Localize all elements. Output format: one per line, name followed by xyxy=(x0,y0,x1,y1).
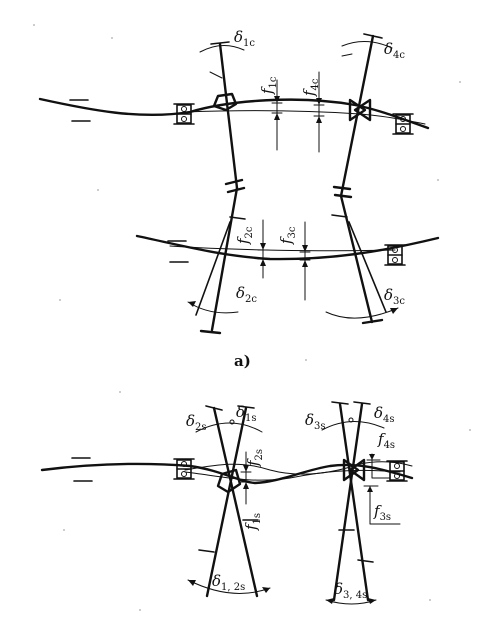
mesh-lines-a xyxy=(210,178,374,332)
deflection-marks-b xyxy=(240,451,401,525)
label-delta-34s: δ3, 4s xyxy=(334,580,367,601)
label-f-1s: f1s xyxy=(242,513,263,531)
label-delta-2c: δ2c xyxy=(236,284,257,305)
label-delta-1s: δ1s xyxy=(236,403,257,424)
label-delta-3c: δ3c xyxy=(384,286,405,307)
gear-12-b xyxy=(187,405,271,598)
label-f-4s: f4s xyxy=(377,430,395,451)
bearing-upper-left-a xyxy=(173,103,195,125)
label-delta-2s: δ2s xyxy=(186,412,207,433)
diagram-b: δ2s δ1s δ3s δ4s f2s f1s f4s f3s δ1, 2s δ… xyxy=(40,401,414,605)
label-f-4c: f4c xyxy=(300,78,321,97)
label-f-2c: f2c xyxy=(234,226,255,245)
label-delta-3s: δ3s xyxy=(305,411,326,432)
label-delta-4c: δ4c xyxy=(384,40,405,61)
gear-2-a xyxy=(187,221,239,335)
gear-1-a xyxy=(199,41,245,190)
gear-4-a xyxy=(339,33,393,198)
deflection-marks-upper-a xyxy=(271,71,325,153)
label-f-1c: f1c xyxy=(258,76,279,95)
bearing-right-b xyxy=(386,460,408,482)
bearing-left-b xyxy=(173,458,195,480)
label-delta-4s: δ4s xyxy=(374,404,395,425)
deflection-marks-lower-a xyxy=(257,219,311,301)
gear-34-b xyxy=(321,401,385,605)
label-delta-1c: δ1c xyxy=(234,28,255,49)
label-f-2s: f2s xyxy=(244,449,265,467)
label-delta-12s: δ1, 2s xyxy=(212,572,245,593)
lower-shaft-a xyxy=(135,234,440,263)
label-f-3s: f3s xyxy=(373,502,391,523)
gear-3-a xyxy=(325,221,399,325)
bearing-lower-right-a xyxy=(384,244,406,266)
scan-noise xyxy=(33,24,471,611)
bearing-upper-right-a xyxy=(392,113,414,135)
label-f-3c: f3c xyxy=(277,226,298,245)
caption-a: a) xyxy=(234,352,251,370)
diagram-a: δ1c δ4c f1c f4c f2c f3c δ2c δ3c a) xyxy=(38,28,440,370)
